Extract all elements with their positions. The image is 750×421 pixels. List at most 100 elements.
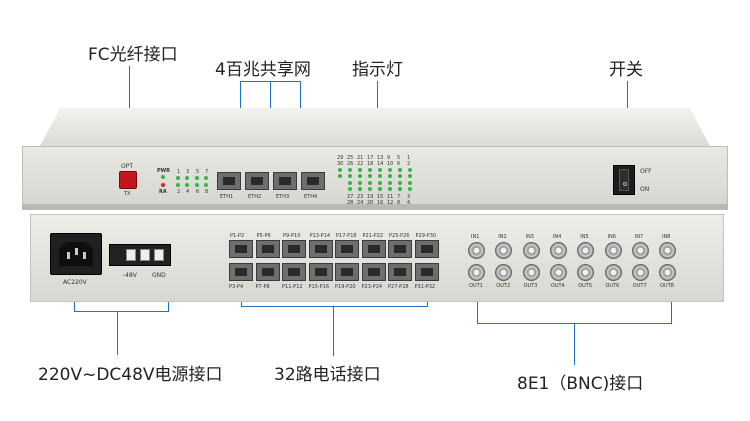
bnc-out-port[interactable]	[522, 264, 540, 281]
eth-led	[204, 176, 208, 180]
ind-num: 14	[377, 161, 384, 167]
phone-port[interactable]	[414, 263, 439, 281]
bnc-out-port[interactable]	[549, 264, 567, 281]
bnc-in-port[interactable]	[577, 242, 595, 259]
power-switch[interactable]	[613, 165, 635, 195]
eth3-port[interactable]	[273, 172, 297, 190]
bnc-out-port[interactable]	[659, 264, 677, 281]
phone-port[interactable]	[229, 263, 253, 281]
eth3-label: ETH3	[276, 194, 290, 200]
dc-terminal[interactable]	[109, 244, 171, 266]
eth4-port[interactable]	[301, 172, 325, 190]
terminal-screw	[140, 249, 150, 261]
indicator-led	[408, 187, 412, 191]
phone-port[interactable]	[308, 263, 333, 281]
phone-port[interactable]	[335, 263, 359, 281]
ind-num: 1	[407, 155, 411, 161]
bnc-in-port[interactable]	[659, 242, 677, 259]
bnc-out-label: OUT8	[660, 283, 674, 289]
indicator-led	[398, 181, 402, 185]
phone-port-label: P1-P2	[230, 233, 245, 239]
indicator-led	[368, 181, 372, 185]
terminal-screw	[154, 249, 164, 261]
phone-port-label: P29-P30	[415, 233, 437, 239]
eth-led	[185, 176, 189, 180]
phone-port[interactable]	[282, 263, 306, 281]
ind-num: 21	[357, 155, 364, 161]
ind-num: 26	[347, 161, 354, 167]
eth1-port[interactable]	[217, 172, 241, 190]
indicator-led	[388, 181, 392, 185]
bnc-in-port[interactable]	[549, 242, 567, 259]
bnc-out-port[interactable]	[577, 264, 595, 281]
indicator-led	[348, 181, 352, 185]
bnc-out-port[interactable]	[495, 264, 513, 281]
bnc-in-port[interactable]	[522, 242, 540, 259]
phone-port[interactable]	[229, 240, 253, 258]
bnc-in-port[interactable]	[631, 242, 649, 259]
terminal-screw	[126, 249, 136, 261]
ind-num: 27	[347, 194, 354, 200]
off-label: OFF	[640, 168, 652, 175]
bnc-in-port[interactable]	[495, 242, 513, 259]
ind-num: 15	[377, 194, 384, 200]
ac-socket[interactable]	[50, 233, 102, 275]
indicator-grid: 29 25 21 17 13 9 5 1 30 26 22 18 14 10 6…	[335, 155, 415, 207]
eth2-port[interactable]	[245, 172, 269, 190]
ind-num: 22	[357, 161, 364, 167]
e1-port-callout: 8E1（BNC)接口	[517, 374, 644, 394]
ac-pin	[83, 252, 86, 259]
bnc-in-label: IN2	[498, 234, 507, 240]
indicator-led	[398, 168, 402, 172]
bnc-in-label: IN4	[552, 234, 562, 240]
indicator-led	[388, 168, 392, 172]
indicator-led	[378, 168, 382, 172]
rocker	[619, 169, 629, 191]
phone-port-label: P21-P22	[362, 233, 384, 239]
leader-power-v3	[117, 311, 118, 355]
phone-port[interactable]	[282, 240, 306, 258]
ac-pin	[75, 248, 78, 255]
phone-port-label: P3-P4	[229, 284, 244, 290]
leader-e1-v1	[477, 289, 478, 324]
leader-phone-v3	[333, 306, 334, 356]
phone-port[interactable]	[308, 240, 333, 258]
bnc-in-label: IN8	[662, 234, 671, 240]
pwr-led	[161, 175, 165, 179]
dc-label: -48V	[123, 272, 137, 279]
bnc-out-port[interactable]	[631, 264, 649, 281]
bnc-in-port[interactable]	[468, 242, 485, 259]
indicator-led	[368, 187, 372, 191]
ind-num: 13	[377, 155, 384, 161]
ind-num: 24	[357, 200, 364, 206]
bnc-out-label: OUT1	[469, 283, 483, 289]
bnc-out-label: OUT4	[550, 283, 565, 289]
ind-num: 12	[387, 200, 394, 206]
bnc-in-label: IN5	[580, 234, 589, 240]
phone-port[interactable]	[388, 263, 412, 281]
ra-led	[161, 183, 165, 187]
indicator-led	[368, 168, 372, 172]
bnc-in-port[interactable]	[604, 242, 622, 259]
phone-port[interactable]	[361, 263, 386, 281]
phone-port[interactable]	[255, 240, 280, 258]
bnc-out-label: OUT7	[632, 283, 647, 289]
front-panel	[22, 108, 728, 210]
indicator-led	[338, 168, 342, 172]
leader-e1-v3	[574, 323, 575, 365]
phone-port[interactable]	[361, 240, 386, 258]
ind-num: 18	[367, 161, 374, 167]
bnc-in-label: IN1	[471, 234, 480, 240]
indicator-led	[348, 174, 352, 178]
phone-port[interactable]	[335, 240, 359, 258]
phone-port[interactable]	[388, 240, 412, 258]
bnc-out-port[interactable]	[468, 264, 485, 281]
indicator-led	[378, 181, 382, 185]
phone-port[interactable]	[255, 263, 280, 281]
indicator-led	[378, 174, 382, 178]
bnc-out-port[interactable]	[604, 264, 622, 281]
phone-port[interactable]	[414, 240, 439, 258]
eth-led	[204, 183, 208, 187]
fc-port[interactable]	[119, 171, 137, 189]
eth-led	[195, 183, 199, 187]
